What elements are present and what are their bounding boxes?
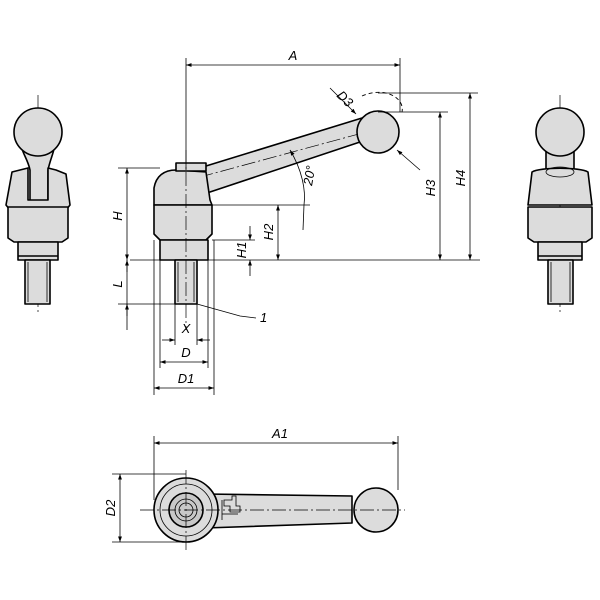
label-D1: D1 — [178, 371, 195, 386]
label-D: D — [181, 345, 190, 360]
label-H1: H1 — [234, 242, 249, 259]
right-side-view — [527, 95, 593, 315]
label-X: X — [181, 321, 192, 336]
label-H3: H3 — [423, 179, 438, 196]
label-A1: A1 — [271, 426, 288, 441]
label-ref: 1 — [260, 310, 267, 325]
label-H: H — [110, 211, 125, 221]
front-view — [153, 91, 403, 330]
top-view — [140, 470, 405, 550]
left-side-view — [5, 95, 71, 315]
top-dimensions: A1 D2 — [103, 426, 399, 543]
label-D2: D2 — [103, 499, 118, 516]
label-A: A — [288, 48, 298, 63]
label-L: L — [110, 280, 125, 287]
label-D3: D3 — [334, 88, 357, 111]
front-dimensions: A D3 H L H1 H2 H3 H4 — [110, 48, 480, 395]
label-H2: H2 — [261, 223, 276, 240]
label-angle: 20° — [300, 165, 318, 188]
lock-icon — [221, 495, 241, 520]
label-H4: H4 — [453, 170, 468, 187]
